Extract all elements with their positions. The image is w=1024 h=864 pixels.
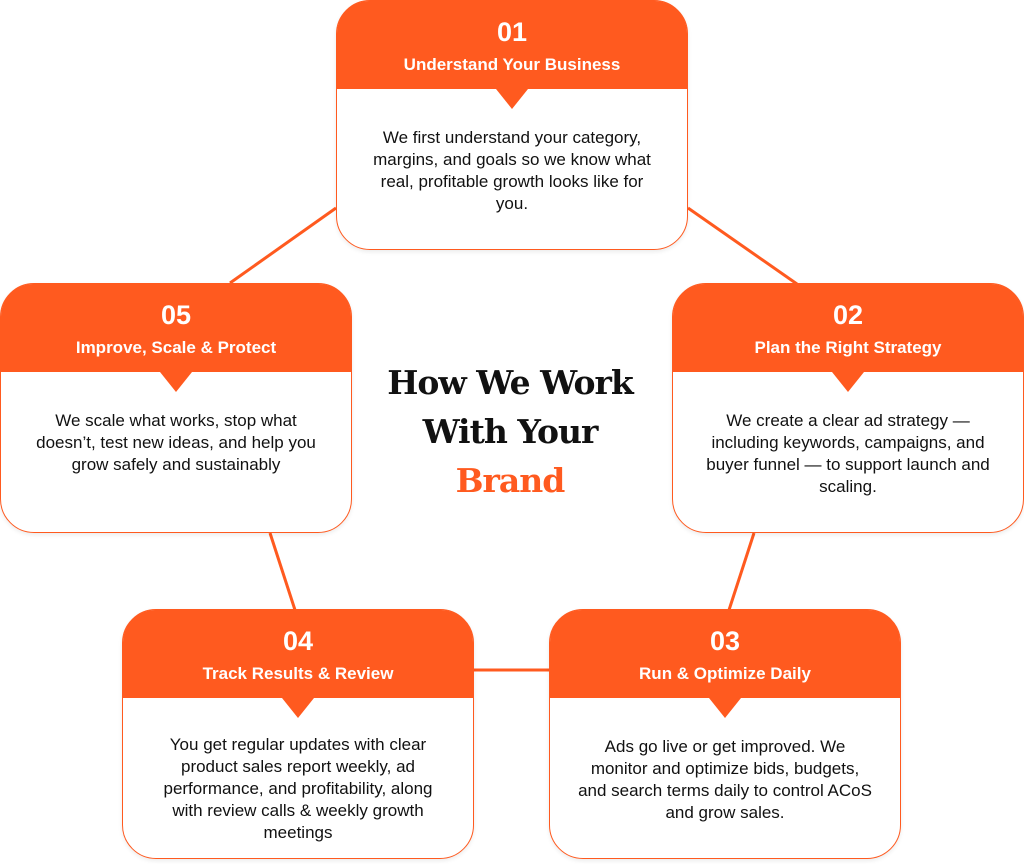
step-description: Ads go live or get improved. We monitor … [578, 737, 872, 822]
diagram-title: How We Work With Your Brand [380, 358, 640, 505]
step-description: You get regular updates with clear produ… [163, 735, 433, 842]
step-card-05: 05 Improve, Scale & Protect We scale wha… [0, 283, 352, 533]
title-line-1: How We Work [387, 363, 634, 402]
step-card-01: 01 Understand Your Business We first und… [336, 0, 688, 250]
connector-05-01 [229, 206, 337, 285]
step-header: 01 Understand Your Business [337, 1, 687, 109]
step-title: Track Results & Review [202, 664, 394, 683]
step-number: 02 [832, 300, 864, 330]
step-card-02: 02 Plan the Right Strategy We create a c… [672, 283, 1024, 533]
step-number: 04 [282, 626, 314, 656]
step-header: 03 Run & Optimize Daily [550, 610, 900, 718]
title-line-2: With Your [422, 412, 599, 451]
step-header: 02 Plan the Right Strategy [673, 284, 1023, 392]
step-number: 05 [160, 300, 192, 330]
step-description: We scale what works, stop what doesn’t, … [36, 411, 316, 474]
step-title: Plan the Right Strategy [754, 338, 942, 357]
step-header: 04 Track Results & Review [123, 610, 473, 718]
connector-01-02 [687, 206, 798, 286]
step-card-03: 03 Run & Optimize Daily Ads go live or g… [549, 609, 901, 859]
connector-04-05 [268, 532, 297, 611]
connector-02-03 [727, 532, 756, 611]
step-header: 05 Improve, Scale & Protect [1, 284, 351, 392]
step-title: Understand Your Business [403, 55, 621, 74]
step-description: We first understand your category, margi… [373, 128, 651, 213]
step-title: Run & Optimize Daily [639, 664, 811, 683]
step-card-04: 04 Track Results & Review You get regula… [122, 609, 474, 859]
step-number: 03 [709, 626, 741, 656]
step-title: Improve, Scale & Protect [75, 338, 277, 357]
step-description: We create a clear ad strategy — includin… [706, 411, 990, 496]
step-number: 01 [496, 17, 528, 47]
title-highlight: Brand [455, 461, 566, 500]
